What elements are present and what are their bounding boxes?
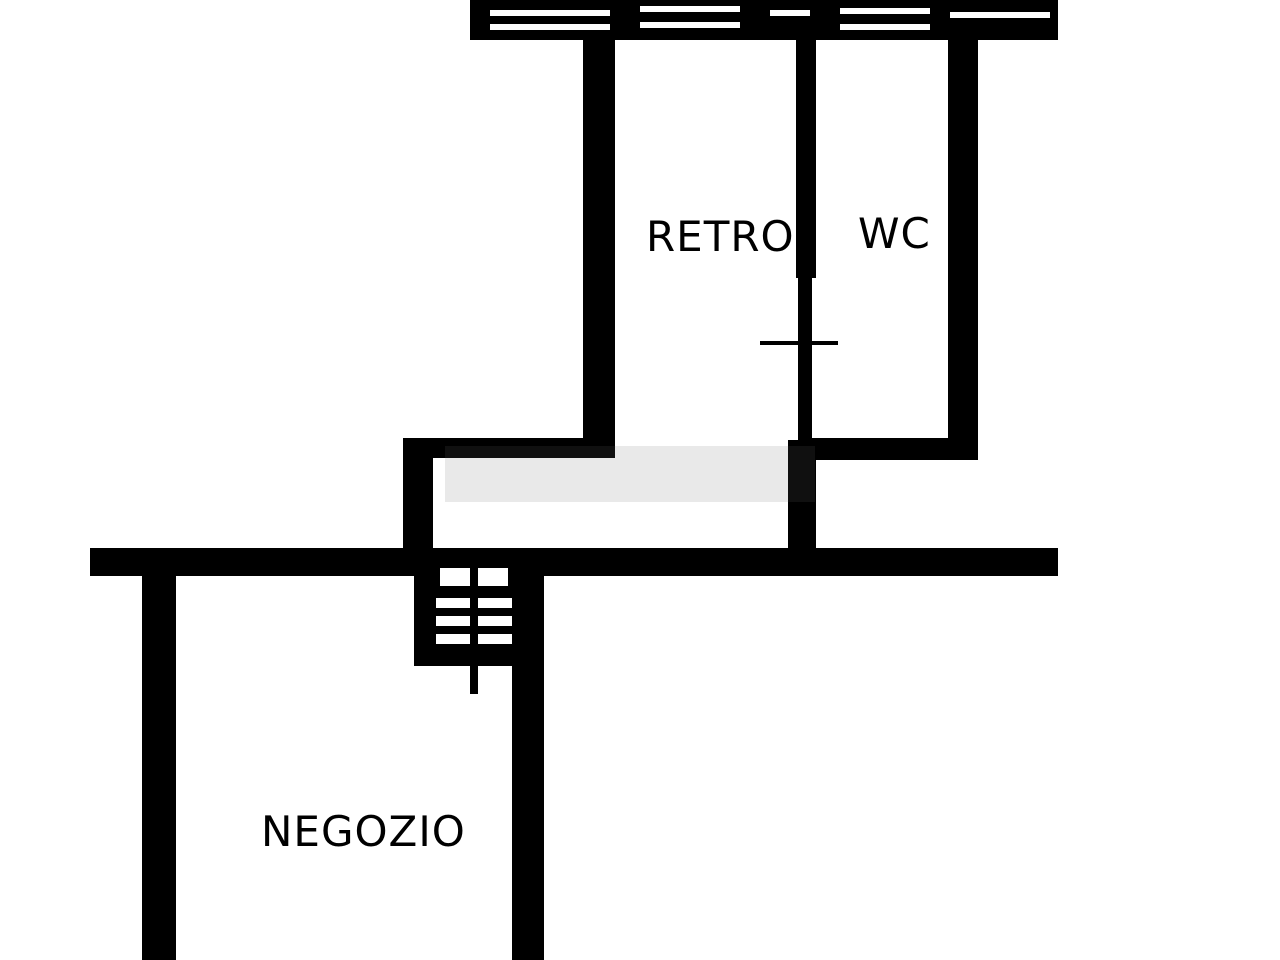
negozio-left-wall	[142, 560, 176, 960]
room-label-retro: RETRO	[646, 212, 795, 261]
wc-right-wall	[948, 38, 978, 458]
retro-left-wall	[583, 38, 615, 448]
room-label-wc: WC	[858, 209, 931, 258]
room-label-negozio: NEGOZIO	[261, 807, 466, 856]
corridor-left-wall	[403, 438, 433, 568]
top-wall	[470, 0, 1058, 40]
main-horizontal-wall	[90, 548, 1058, 576]
corridor-right-wall	[788, 440, 816, 568]
watermark-logo	[445, 446, 815, 502]
retro-wc-partition	[796, 38, 816, 278]
negozio-right-wall	[512, 560, 544, 960]
retro-wc-partition-lower	[798, 278, 812, 443]
corridor-top-wall	[403, 438, 615, 458]
stairs	[414, 558, 516, 694]
wc-bottom-wall	[798, 438, 978, 460]
